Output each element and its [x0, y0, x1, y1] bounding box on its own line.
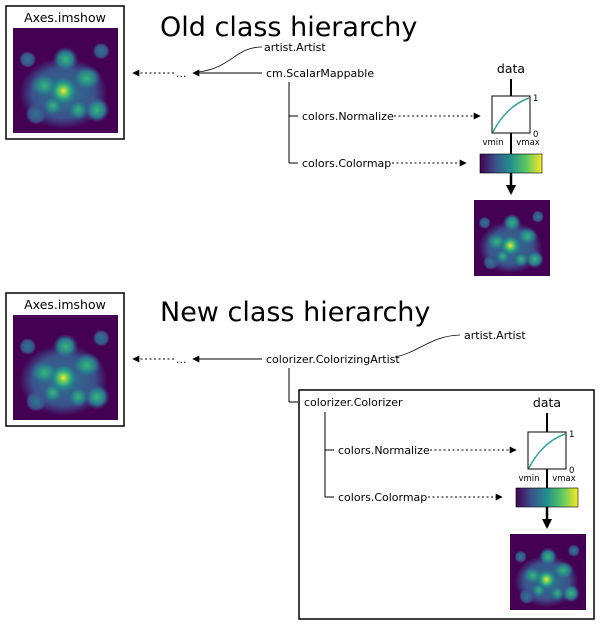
old-colormap-label: colors.Colormap [302, 157, 391, 170]
old-normalize-plot [491, 95, 531, 134]
old-artist-curve [197, 46, 263, 73]
old-vmax: vmax [516, 138, 540, 148]
old-imshow-caption: Axes.imshow [24, 10, 106, 25]
new-normalize-curve [528, 433, 566, 469]
old-normalize-label: colors.Normalize [302, 110, 394, 123]
new-norm-zero: 0 [569, 466, 574, 476]
old-colormap-bar [479, 153, 543, 174]
old-vmin: vmin [482, 138, 503, 148]
new-artist-curve [394, 334, 461, 358]
old-norm-one: 1 [533, 94, 538, 104]
new-normalize-label: colors.Normalize [338, 444, 430, 457]
new-ellipsis: ... [176, 353, 187, 366]
old-artist-label: artist.Artist [264, 41, 326, 54]
new-vmin: vmin [518, 474, 539, 484]
old-ellipsis: ... [176, 67, 187, 80]
old-imshow-image [13, 28, 118, 133]
new-norm-one: 1 [569, 430, 574, 440]
new-title: New class hierarchy [160, 297, 430, 328]
new-hierarchy: New class hierarchy Axes.imshow ... colo… [5, 292, 595, 620]
new-artist-label: artist.Artist [464, 329, 526, 342]
new-colormap-label: colors.Colormap [338, 491, 427, 504]
old-hierarchy: Old class hierarchy Axes.imshow ... cm.S… [5, 5, 550, 276]
old-imshow-frame [5, 5, 125, 140]
old-norm-zero: 0 [533, 130, 538, 140]
new-colorizer-label: colorizer.Colorizer [304, 396, 403, 409]
new-imshow-image [13, 315, 118, 420]
new-imshow-frame [5, 292, 125, 427]
new-colormap-bar [515, 487, 579, 508]
old-mappable-label: cm.ScalarMappable [266, 67, 374, 80]
new-normalize-plot [527, 431, 567, 470]
old-title: Old class hierarchy [160, 12, 417, 43]
old-output-image [474, 200, 550, 276]
colorizer-frame [298, 389, 595, 620]
new-colorizing-artist-label: colorizer.ColorizingArtist [266, 353, 400, 366]
new-data-label: data [533, 395, 561, 410]
old-data-label: data [497, 61, 525, 76]
new-vmax: vmax [552, 474, 576, 484]
old-normalize-curve [492, 97, 530, 133]
new-imshow-caption: Axes.imshow [24, 297, 106, 312]
new-output-image [510, 534, 586, 610]
